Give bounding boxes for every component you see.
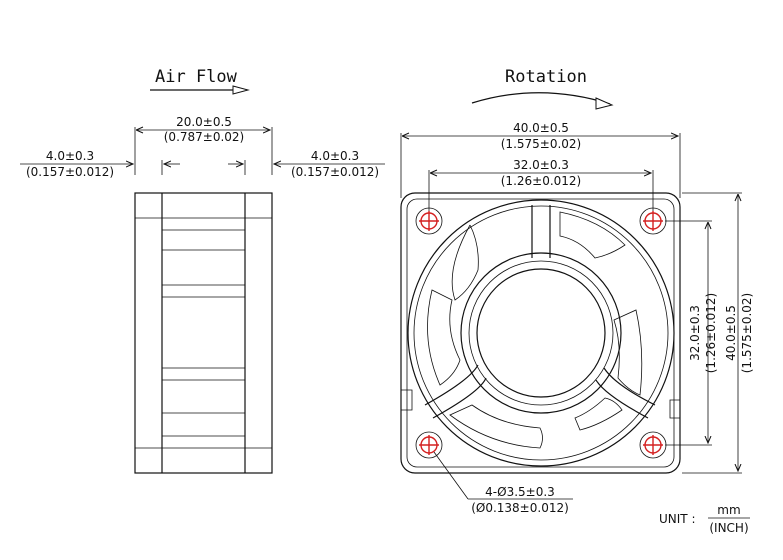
airflow-label: Air Flow (155, 67, 238, 87)
rotation-label: Rotation (505, 67, 587, 87)
depth-mm-label: 20.0±0.5 (176, 115, 232, 129)
unit-bottom: (INCH) (709, 521, 748, 535)
rotation-arrow (471, 92, 611, 105)
side-view: Air Flow 20.0±0.5 (0.787±0.02) 4.0±0.3 (… (20, 67, 385, 474)
fan-blade (559, 211, 626, 259)
mounting-hole-bottom-right (639, 431, 667, 459)
hole-diameter-in-label: (Ø0.138±0.012) (471, 501, 569, 515)
fan-spoke-bottom (424, 364, 487, 419)
mounting-hole-bottom-left (415, 431, 443, 459)
airflow-arrowhead (232, 85, 250, 95)
fan-frame (400, 192, 681, 474)
fan-blade (427, 289, 461, 386)
fan-hub-inner (476, 268, 606, 398)
fan-blade (451, 224, 479, 301)
fan-blade (574, 397, 623, 431)
fan-blade (449, 404, 543, 449)
fan-hub-outer (460, 252, 622, 414)
hole-spacing-mm-label: 32.0±0.3 (513, 158, 569, 172)
hole-diameter-leader (433, 451, 469, 500)
v-hole-spacing-in-label: (1.26±0.012) (704, 293, 718, 374)
v-hole-spacing-mm-label: 32.0±0.3 (688, 305, 702, 361)
hole-spacing-in-label: (1.26±0.012) (501, 174, 582, 188)
unit-legend: UNIT : mm (INCH) (659, 503, 750, 535)
mounting-hole-top-right (639, 207, 667, 235)
flange-right-in-label: (0.157±0.012) (291, 165, 379, 179)
flange-right-mm-label: 4.0±0.3 (311, 149, 359, 163)
unit-label: UNIT : (659, 512, 696, 526)
height-mm-label: 40.0±0.5 (724, 305, 738, 361)
fan-outer-ring (407, 199, 675, 467)
width-in-label: (1.575±0.02) (501, 137, 582, 151)
flange-left-in-label: (0.157±0.012) (26, 165, 114, 179)
side-body-outline (134, 192, 273, 474)
flange-left-mm-label: 4.0±0.3 (46, 149, 94, 163)
unit-top: mm (717, 503, 740, 517)
hole-diameter-mm-label: 4-Ø3.5±0.3 (485, 485, 555, 499)
height-in-label: (1.575±0.02) (740, 293, 754, 374)
width-mm-label: 40.0±0.5 (513, 121, 569, 135)
front-view: Rotation 40.0±0.5 (1.575±0.02) 32.0±0.3 … (400, 67, 754, 515)
depth-in-label: (0.787±0.02) (164, 130, 245, 144)
fan-spoke-top (531, 205, 551, 258)
fan-blade (613, 309, 643, 396)
mounting-hole-top-left (415, 207, 443, 235)
